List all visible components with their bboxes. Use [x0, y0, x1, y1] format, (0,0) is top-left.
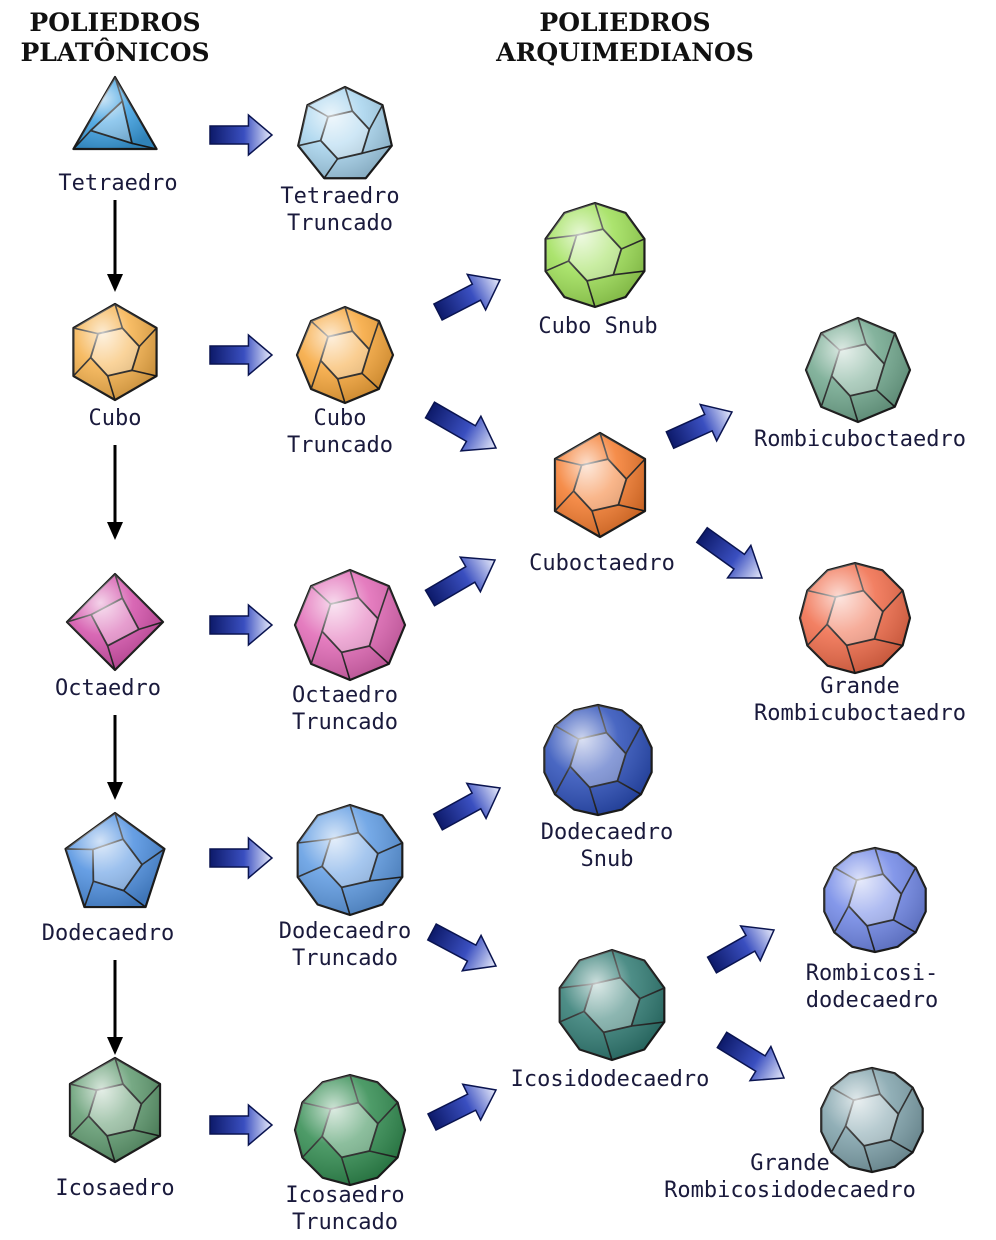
arrow-octaedro-to-octaedro_truncado — [209, 603, 274, 647]
icosaedro-truncado-label-line: Truncado — [292, 1210, 398, 1235]
arrow-dodecaedro-to-dodecaedro_truncado — [209, 836, 274, 880]
dodecaedro-snub-label-line: Dodecaedro — [540, 820, 674, 845]
grande-rombicuboctaedro-label-line: Grande — [820, 674, 900, 699]
arrow-tetraedro-to-cubo — [107, 200, 123, 292]
icosaedro-truncado-icon — [293, 1073, 407, 1187]
cubo-snub-label: Cubo Snub — [468, 313, 728, 340]
icosaedro-label: Icosaedro — [0, 1175, 245, 1202]
arrow-cubo_truncado-to-cuboctaedro — [424, 401, 498, 452]
icosaedro-truncado-label-line: Icosaedro — [285, 1183, 405, 1208]
rombicuboctaedro-icon — [804, 316, 912, 424]
cubo-label-line: Cubo — [88, 406, 142, 431]
header-archimedean-line2: ARQUIMEDIANOS — [496, 38, 754, 67]
octaedro-truncado-label-line: Octaedro — [292, 683, 398, 708]
grande-rombicosidodecaedro-label-line: Rombicosidodecaedro — [664, 1178, 916, 1203]
rombicosidodecaedro-label-line: dodecaedro — [805, 988, 939, 1013]
icosaedro-icon — [68, 1056, 162, 1164]
dodecaedro-truncado-label-line: Truncado — [292, 946, 398, 971]
arrow-cuboctaedro-to-grande_rombicuboctaedro — [695, 526, 764, 579]
dodecaedro-truncado-label-line: Dodecaedro — [278, 919, 412, 944]
rombicosidodecaedro-label: Rombicosi-dodecaedro — [742, 960, 996, 1014]
cuboctaedro-label: Cuboctaedro — [472, 550, 732, 577]
arrow-dodecaedro_truncado-to-icosidodecaedro — [426, 923, 498, 972]
cubo-snub-icon — [544, 201, 646, 309]
grande-rombicosidodecaedro-label-line: Grande — [750, 1151, 830, 1176]
dodecaedro-snub-icon — [543, 703, 653, 817]
cubo-label: Cubo — [0, 405, 245, 432]
header-archimedean: POLIEDROS ARQUIMEDIANOS — [455, 8, 795, 68]
arrow-icosaedro-to-icosaedro_truncado — [209, 1103, 274, 1147]
grande-rombicuboctaedro-label-line: Rombicuboctaedro — [754, 701, 966, 726]
arrow-tetraedro-to-tetraedro_truncado — [209, 113, 274, 157]
arrow-cubo-to-cubo_truncado — [209, 333, 274, 377]
tetraedro-label: Tetraedro — [0, 170, 248, 197]
octaedro-truncado-label-line: Truncado — [292, 710, 398, 735]
grande-rombicuboctaedro-icon — [798, 561, 912, 675]
icosidodecaedro-icon — [558, 948, 666, 1062]
cubo-snub-label-line: Cubo Snub — [538, 314, 658, 339]
header-platonic-line2: PLATÔNICOS — [20, 38, 210, 67]
icosidodecaedro-label-line: Icosidodecaedro — [510, 1067, 710, 1092]
dodecaedro-icon — [64, 811, 166, 909]
octaedro-label-line: Octaedro — [55, 676, 161, 701]
cubo-truncado-icon — [295, 305, 395, 405]
cubo-truncado-label-line: Cubo — [313, 406, 367, 431]
arrow-icosaedro_truncado-to-icosidodecaedro — [426, 1083, 498, 1132]
dodecaedro-truncado-icon — [296, 803, 404, 917]
arrow-icosidodecaedro-to-rombicosidodecaedro — [706, 924, 776, 974]
arrow-cubo_truncado-to-cubo_snub — [432, 273, 502, 322]
arrow-dodecaedro-to-icosaedro — [107, 960, 123, 1055]
rombicuboctaedro-label: Rombicuboctaedro — [730, 426, 990, 453]
arrow-octaedro-to-dodecaedro — [107, 715, 123, 800]
grande-rombicosidodecaedro-icon — [820, 1066, 924, 1174]
cubo-truncado-label-line: Truncado — [287, 433, 393, 458]
octaedro-truncado-icon — [293, 568, 407, 682]
header-platonic-line1: POLIEDROS — [29, 8, 201, 37]
arrow-cuboctaedro-to-rombicuboctaedro — [665, 403, 734, 450]
tetraedro-truncado-label-line: Truncado — [287, 211, 393, 236]
rombicosidodecaedro-label-line: Rombicosi- — [805, 961, 939, 986]
tetraedro-label-line: Tetraedro — [58, 171, 178, 196]
header-archimedean-line1: POLIEDROS — [539, 8, 711, 37]
dodecaedro-snub-label-line: Snub — [580, 847, 634, 872]
icosidodecaedro-label: Icosidodecaedro — [480, 1066, 740, 1093]
icosaedro-label-line: Icosaedro — [55, 1176, 175, 1201]
cubo-icon — [72, 302, 158, 402]
octaedro-icon — [65, 572, 165, 672]
rombicosidodecaedro-icon — [823, 846, 927, 954]
header-platonic: POLIEDROS PLATÔNICOS — [0, 8, 230, 68]
arrow-icosidodecaedro-to-grande_rombicosidodecaedro — [716, 1031, 786, 1082]
cuboctaedro-label-line: Cuboctaedro — [529, 551, 675, 576]
arrow-octaedro_truncado-to-cuboctaedro — [424, 556, 497, 607]
arrow-cubo-to-octaedro — [107, 445, 123, 540]
dodecaedro-label: Dodecaedro — [0, 920, 238, 947]
tetraedro-truncado-label-line: Tetraedro — [280, 184, 400, 209]
rombicuboctaedro-label-line: Rombicuboctaedro — [754, 427, 966, 452]
octaedro-label: Octaedro — [0, 675, 238, 702]
dodecaedro-label-line: Dodecaedro — [41, 921, 175, 946]
tetraedro-truncado-icon — [297, 85, 393, 180]
cuboctaedro-icon — [553, 431, 647, 539]
tetraedro-icon — [72, 75, 158, 151]
arrow-dodecaedro_truncado-to-dodecaedro_snub — [432, 782, 502, 831]
